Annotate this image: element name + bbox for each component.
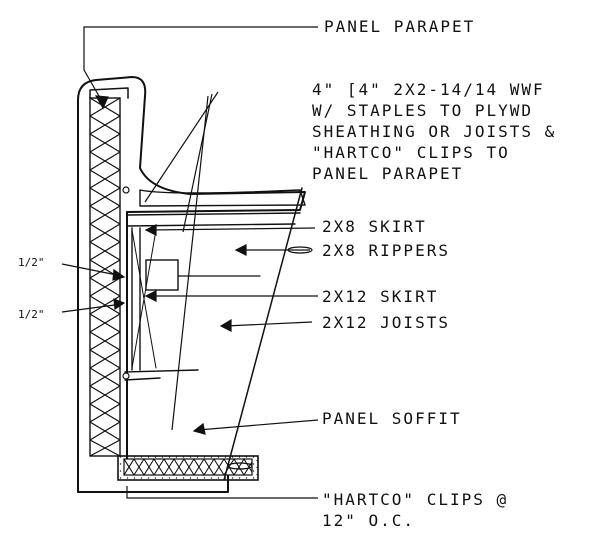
arrowhead-panel-soffit — [192, 422, 206, 435]
soffit-loop — [227, 462, 253, 470]
arrowhead-panel-parapet — [94, 95, 109, 110]
skirt-2x8-bottom — [126, 223, 296, 227]
label-wwf-line-5: PANEL PARAPET — [312, 164, 463, 183]
label-wwf-line-4: "HARTCO" CLIPS TO — [312, 143, 510, 162]
dim-tick-upper — [61, 263, 123, 277]
bolt-lower — [122, 372, 130, 380]
dim-tick-lower — [61, 303, 123, 313]
label-skirt-2x12: 2X12 SKIRT — [322, 287, 438, 306]
label-joists-2x12: 2X12 JOISTS — [322, 313, 450, 332]
label-skirt-2x8: 2X8 SKIRT — [322, 217, 427, 236]
joist-edge-line — [223, 187, 303, 481]
label-hartco-clips-line-1: "HARTCO" CLIPS @ — [322, 490, 508, 509]
brace-2 — [131, 229, 157, 369]
arrowhead-skirt-2x8 — [144, 224, 157, 236]
parapet-cap — [89, 87, 129, 99]
arrowhead-skirt-2x12 — [144, 290, 157, 302]
insulation-web-vertical — [89, 97, 121, 457]
dim-arrowhead-upper — [112, 268, 126, 281]
dimension-upper: 1/2" — [18, 256, 45, 269]
skirt-2x8-top — [126, 212, 301, 216]
label-wwf-line-3: SHEATHING OR JOISTS & — [312, 122, 556, 141]
label-wwf-line-1: 4" [4" 2X2-14/14 WWF — [312, 80, 545, 99]
leader-rippers-loop — [287, 246, 313, 254]
label-panel-soffit: PANEL SOFFIT — [322, 409, 462, 428]
leaders — [61, 26, 319, 499]
leader-skirt-2x8 — [149, 227, 316, 231]
arrowhead-rippers — [234, 244, 247, 256]
blocking — [145, 259, 179, 291]
leader-panel-parapet — [83, 26, 318, 104]
leader-wwf-3 — [171, 95, 209, 431]
rim-bottom — [124, 369, 199, 381]
leader-wwf-1 — [144, 91, 219, 203]
label-panel-parapet: PANEL PARAPET — [324, 17, 475, 36]
panel-assembly — [77, 76, 306, 493]
label-rippers-2x8: 2X8 RIPPERS — [322, 241, 450, 260]
arrowhead-joists-2x12 — [219, 318, 232, 332]
leader-panel-soffit — [197, 419, 319, 431]
annotations: PANEL PARAPET 4" [4" 2X2-14/14 WWF W/ ST… — [18, 17, 556, 530]
leader-hartco-clips — [126, 486, 318, 499]
panel-outer-skin — [77, 76, 306, 493]
dimension-lower: 1/2" — [18, 308, 45, 321]
label-wwf-line-2: W/ STAPLES TO PLYWD — [312, 101, 533, 120]
bolt-upper — [122, 186, 130, 194]
soffit-insulation-web-2 — [123, 458, 253, 476]
label-hartco-clips-line-2: 12" O.C. — [322, 511, 415, 530]
framing — [122, 186, 303, 481]
dim-arrowhead-lower — [113, 298, 126, 311]
leader-joists-2x12 — [224, 321, 313, 327]
leader-wwf-2 — [182, 93, 213, 233]
